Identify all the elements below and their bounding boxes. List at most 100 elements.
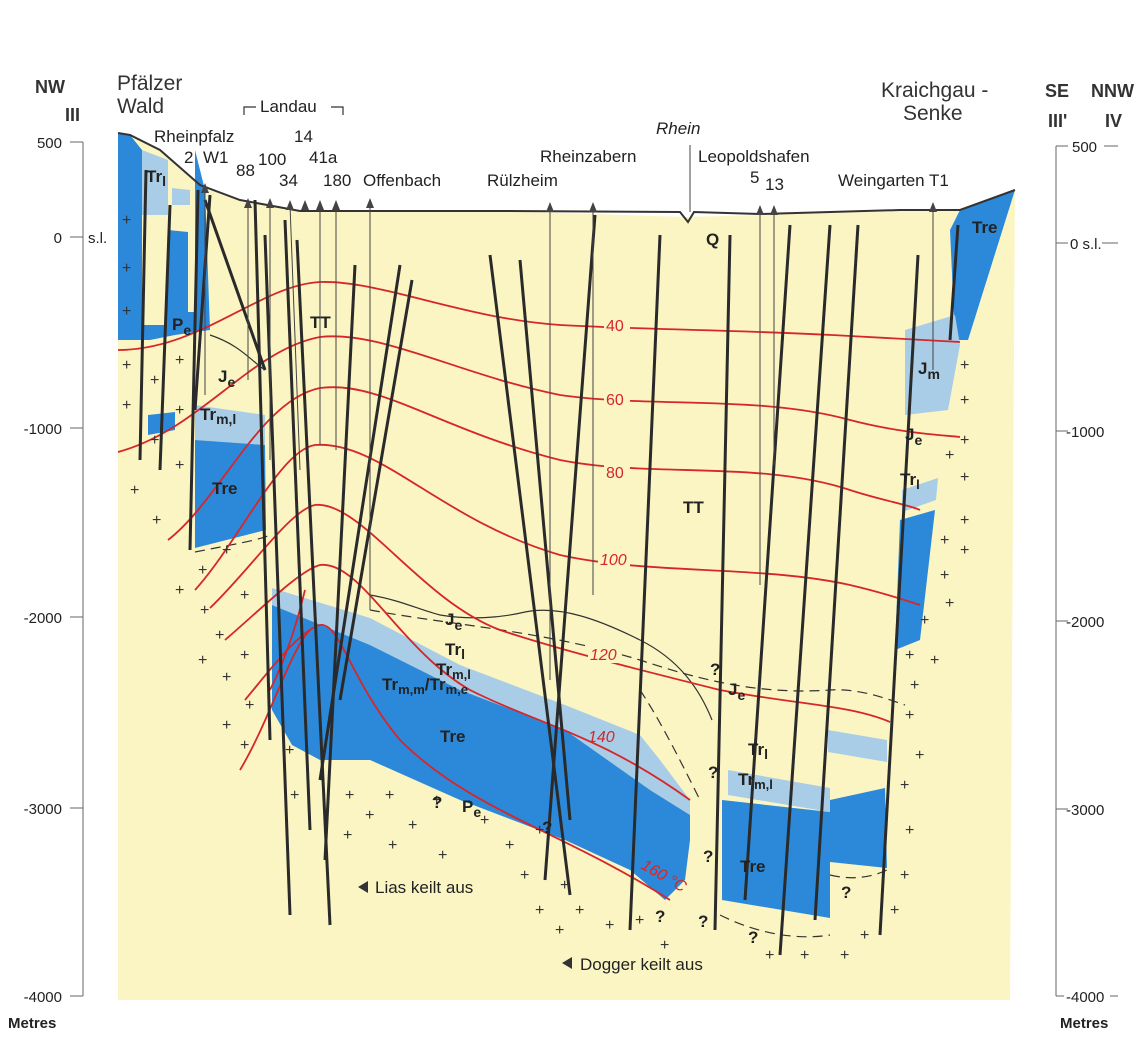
- left-trml-band: [195, 405, 265, 445]
- pfalzer-label-2: Wald: [117, 95, 164, 118]
- svg-text:+: +: [150, 372, 159, 389]
- landau-label: Landau: [260, 97, 317, 116]
- fault-6: [263, 234, 292, 916]
- svg-text:+: +: [432, 792, 441, 809]
- svg-text:+: +: [920, 612, 929, 629]
- well-2: 2: [184, 148, 193, 167]
- svg-text:+: +: [900, 777, 909, 794]
- well-head-weingarten: [929, 202, 937, 212]
- unit-tre-center: Tre: [440, 727, 466, 746]
- well-14: 14: [294, 127, 313, 146]
- unit-trml-left: Trm,l: [200, 405, 236, 427]
- unit-trml-center: Trm,l: [436, 660, 471, 682]
- left-tre-block: [118, 133, 210, 340]
- svg-text:+: +: [122, 357, 131, 374]
- fault-15: [628, 234, 662, 931]
- svg-text:+: +: [408, 817, 417, 834]
- svg-text:+: +: [560, 877, 569, 894]
- unit-trl-shoulder: Trl: [900, 470, 920, 492]
- left-tick-2000: -2000: [24, 610, 62, 627]
- svg-text:+: +: [635, 912, 644, 929]
- unit-trl-right: Trl: [748, 740, 768, 762]
- well-head-rheinzabern: [589, 202, 597, 212]
- unit-je-left: Je: [218, 367, 235, 390]
- svg-text:+: +: [438, 847, 447, 864]
- isotherm-100-line: [194, 444, 921, 606]
- well-100: 100: [258, 150, 286, 169]
- svg-text:+: +: [535, 822, 544, 839]
- svg-text:+: +: [960, 512, 969, 529]
- well-head-5: [756, 205, 764, 215]
- svg-text:+: +: [930, 652, 939, 669]
- svg-text:+: +: [175, 582, 184, 599]
- well-rheinzabern: Rheinzabern: [540, 147, 636, 166]
- annotations: Lias keilt aus Dogger keilt aus: [358, 878, 703, 974]
- svg-text:+: +: [175, 352, 184, 369]
- svg-text:+: +: [660, 937, 669, 954]
- central-tre-slab: [272, 605, 690, 900]
- isotherm-140: 140: [588, 729, 615, 746]
- svg-text:+: +: [910, 677, 919, 694]
- right-tick-4000: -4000: [1066, 989, 1104, 1006]
- landau-bracket: [243, 106, 344, 115]
- well-offenbach: Offenbach: [363, 171, 441, 190]
- fault-20: [878, 254, 920, 936]
- fault-8: [295, 239, 332, 926]
- well-head-13: [770, 205, 778, 215]
- left-tick-3000: -3000: [24, 801, 62, 818]
- isotherm-160-line: [244, 624, 671, 901]
- well-heads: [201, 183, 937, 215]
- svg-text:+: +: [222, 717, 231, 734]
- svg-text:+: +: [765, 947, 774, 964]
- svg-text:+: +: [840, 947, 849, 964]
- svg-text:+: +: [940, 532, 949, 549]
- svg-text:+: +: [940, 567, 949, 584]
- basement-crosses: +++ +++ +++ +++ +++ +++ +++ +++ +++ +++ …: [122, 212, 969, 964]
- svg-text:+: +: [122, 212, 131, 229]
- well-180: 180: [323, 171, 351, 190]
- dogger-annotation: Dogger keilt aus: [580, 955, 703, 974]
- left-trl-band: [142, 150, 168, 215]
- fault-1: [138, 169, 148, 461]
- fault-18: [778, 224, 832, 956]
- left-trl-band-2: [172, 188, 190, 205]
- well-41a: 41a: [309, 148, 338, 167]
- fault-9: [323, 264, 357, 861]
- header-labels: NW III Pfälzer Wald Kraichgau - Senke SE…: [35, 72, 1134, 194]
- dogger-arrow-icon: [562, 957, 572, 969]
- right-tick-1000: -1000: [1066, 424, 1104, 441]
- svg-text:+: +: [240, 647, 249, 664]
- left-axis-unit: Metres: [8, 1015, 56, 1032]
- question-mark: ?: [698, 912, 708, 931]
- iii-left-label: III: [65, 105, 80, 125]
- svg-text:+: +: [520, 867, 529, 884]
- dashed-lower: [194, 534, 701, 801]
- well-head-88: [244, 198, 252, 208]
- well-head-100: [266, 198, 274, 208]
- dashed-je-boundary: [369, 609, 906, 706]
- svg-text:+: +: [960, 357, 969, 374]
- unit-tt-left: TT: [310, 313, 331, 332]
- isotherm-80: 80: [606, 465, 624, 482]
- lias-annotation: Lias keilt aus: [375, 878, 473, 897]
- wells: [204, 145, 934, 680]
- question-mark: ?: [710, 660, 720, 679]
- svg-text:+: +: [505, 837, 514, 854]
- svg-text:+: +: [945, 447, 954, 464]
- unit-tre-right: Tre: [740, 857, 766, 876]
- unit-labels: Trl Pe Je Trm,l Tre TT TT Q Je Trl Trm,l…: [146, 167, 998, 876]
- question-mark: ?: [841, 883, 851, 902]
- well-rulzheim: Rülzheim: [487, 171, 558, 190]
- left-tick-4000: -4000: [24, 989, 62, 1006]
- isotherm-60: 60: [606, 392, 624, 409]
- fault-16: [713, 234, 732, 931]
- rhein-label: Rhein: [656, 119, 700, 138]
- fault-22: [203, 199, 267, 371]
- svg-text:+: +: [152, 512, 161, 529]
- left-tick-500: 500: [37, 135, 62, 152]
- right-trml-band-2: [828, 730, 887, 762]
- fault-2: [158, 204, 172, 471]
- question-mark: ?: [542, 818, 552, 837]
- unit-je-shoulder: Je: [905, 425, 922, 448]
